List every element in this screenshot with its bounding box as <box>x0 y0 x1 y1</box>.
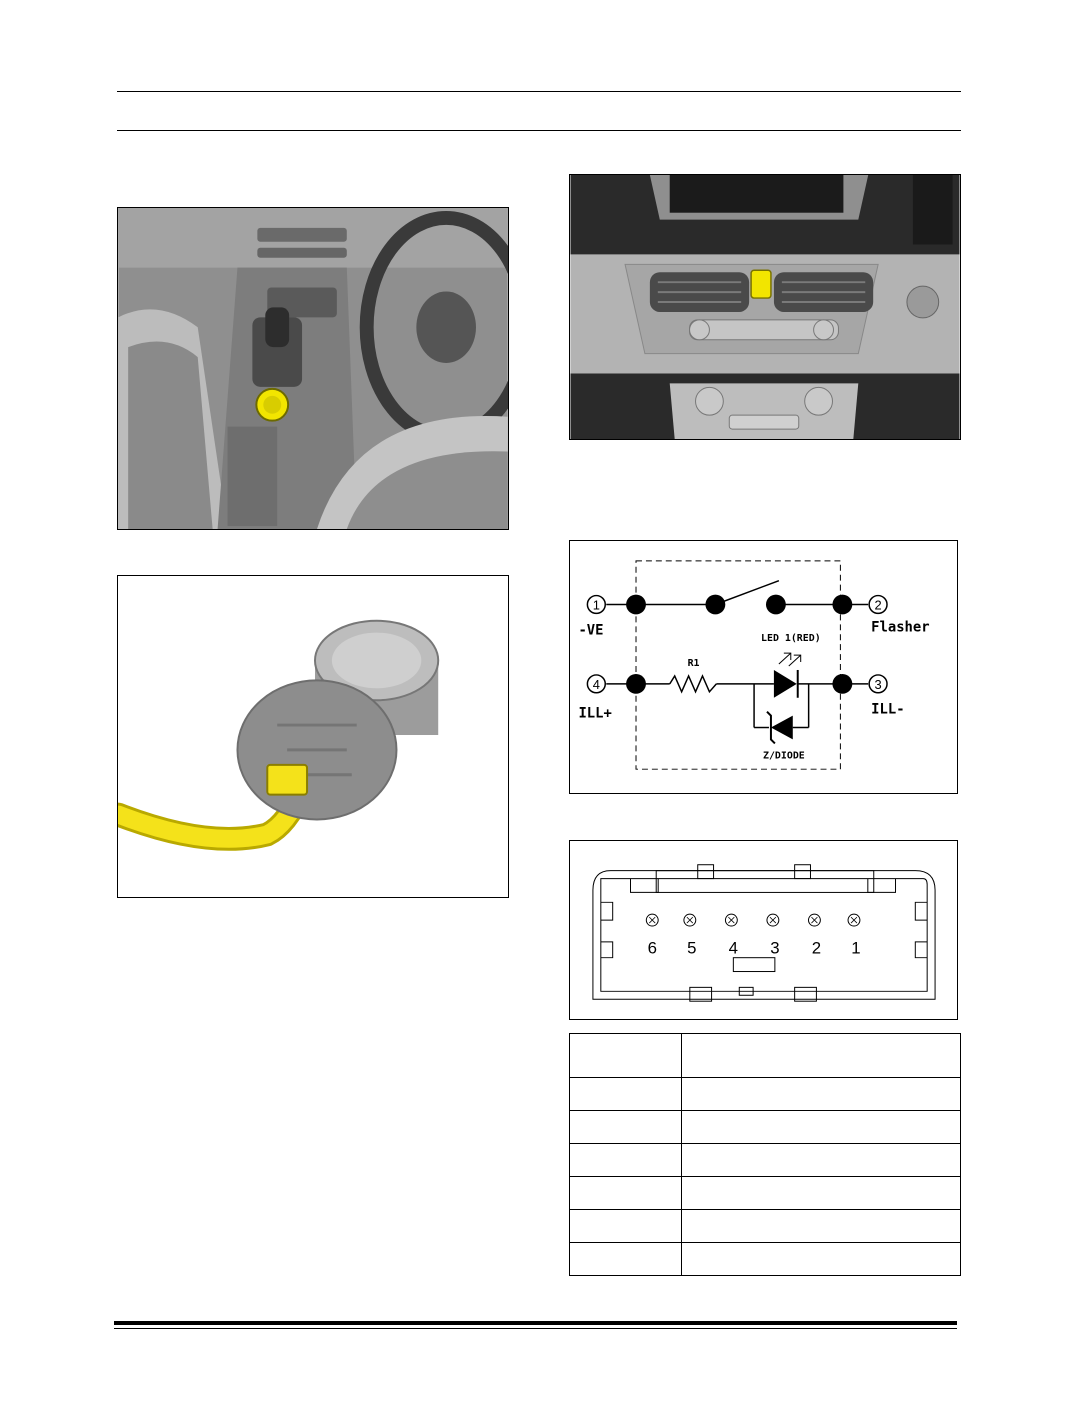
connector-label-4: 4 <box>729 939 738 958</box>
led-label: LED 1(RED) <box>761 633 821 644</box>
dashboard-illustration <box>570 175 960 439</box>
header-rule-bottom <box>117 130 961 131</box>
table-cell <box>681 1209 961 1243</box>
node-pin2 <box>832 594 853 615</box>
pin-3-number: 3 <box>875 677 882 692</box>
pin-3-label: ILL- <box>871 702 904 718</box>
schematic-diagram: 1 2 -VE Flasher 4 3 ILL+ ILL- <box>570 541 957 793</box>
table-row <box>569 1176 961 1210</box>
table-cell <box>569 1209 682 1243</box>
pin-marker-4 <box>586 674 606 694</box>
switch-contact <box>715 579 780 606</box>
table-cell <box>569 1110 682 1144</box>
connector-diagram: 6 5 4 3 2 1 <box>571 841 956 1019</box>
figure-switch-harness <box>117 575 509 898</box>
table-cell <box>681 1110 961 1144</box>
table-cell <box>681 1242 961 1276</box>
connector-label-3: 3 <box>770 939 779 958</box>
connector-label-5: 5 <box>687 939 696 958</box>
figure-dashboard <box>569 174 961 440</box>
table-row <box>569 1077 961 1111</box>
pin-marker-1 <box>586 594 606 615</box>
zener-diode-symbol <box>770 715 793 740</box>
pin-1-label: -VE <box>578 622 603 638</box>
led-light-arrows <box>778 652 802 667</box>
table-row <box>569 1033 961 1078</box>
header-rule-top <box>117 91 961 92</box>
connector-shell <box>592 870 936 1000</box>
node-pin3 <box>832 673 853 694</box>
figure-console-interior <box>117 207 509 530</box>
connector-label-6: 6 <box>648 939 657 958</box>
table-cell <box>569 1033 682 1078</box>
zener-label: Z/DIODE <box>763 750 805 761</box>
switch-harness-illustration <box>118 576 508 897</box>
table-row <box>569 1242 961 1276</box>
switch-housing-outline <box>635 560 841 770</box>
resistor-label: R1 <box>688 658 700 669</box>
connector-pins <box>645 913 861 927</box>
pin-function-table <box>569 1033 961 1276</box>
table-cell <box>569 1242 682 1276</box>
node-switch-a <box>705 594 726 615</box>
connector-label-1: 1 <box>851 939 860 958</box>
node-pin1 <box>626 594 646 615</box>
table-cell <box>681 1033 961 1078</box>
figure-circuit-schematic: 1 2 -VE Flasher 4 3 ILL+ ILL- <box>569 540 958 794</box>
pin-4-label: ILL+ <box>578 706 611 722</box>
table-cell <box>681 1077 961 1111</box>
connector-label-2: 2 <box>812 939 821 958</box>
table-row <box>569 1209 961 1243</box>
table-cell <box>569 1143 682 1177</box>
node-pin4 <box>626 673 646 694</box>
table-row <box>569 1110 961 1144</box>
pin-4-number: 4 <box>593 677 600 692</box>
footer-rule-thin <box>114 1328 957 1329</box>
pin-1-number: 1 <box>593 597 600 612</box>
node-switch-b <box>765 594 786 615</box>
footer-rule-thick <box>114 1321 957 1325</box>
table-cell <box>681 1143 961 1177</box>
console-illustration <box>118 208 508 529</box>
table-cell <box>569 1077 682 1111</box>
table-cell <box>569 1176 682 1210</box>
pin-2-number: 2 <box>875 597 882 612</box>
pin-2-label: Flasher <box>871 619 929 635</box>
pin-marker-2 <box>868 594 888 615</box>
resistor-r1 <box>669 674 717 694</box>
table-row <box>569 1143 961 1177</box>
pin-marker-3 <box>868 674 888 694</box>
table-cell <box>681 1176 961 1210</box>
figure-connector-pinout: 6 5 4 3 2 1 <box>569 840 958 1020</box>
led-symbol <box>773 669 797 698</box>
